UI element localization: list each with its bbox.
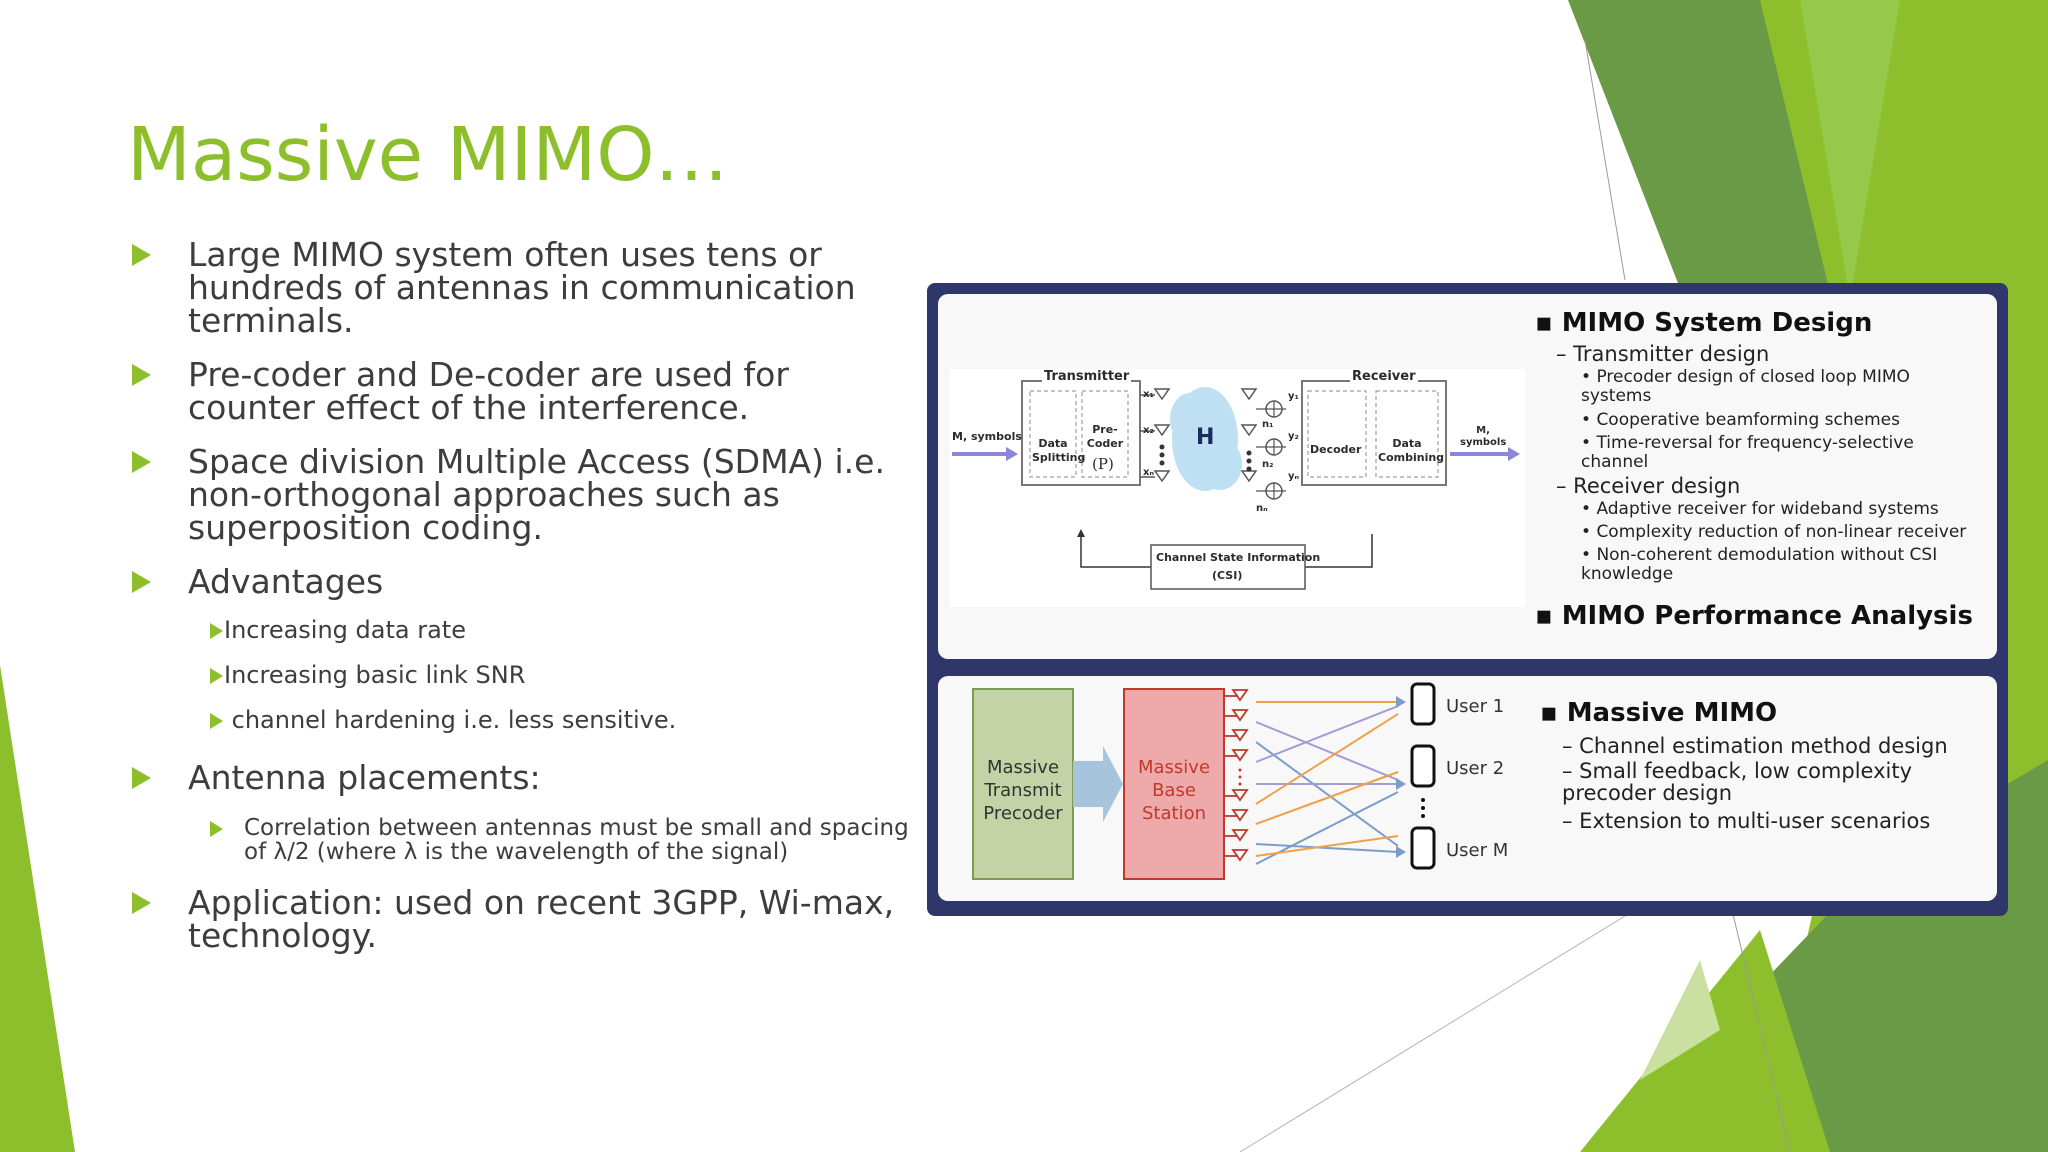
mimo-block-diagram: Transmitter Receiver M, symbols Data Spl… bbox=[950, 369, 1525, 607]
massive-mimo-item: – Small feedback, low complexity precode… bbox=[1562, 759, 1913, 805]
rx-item: • Complexity reduction of non-linear rec… bbox=[1581, 522, 1967, 542]
bullet-item: Advantages bbox=[130, 565, 920, 598]
transmitter-design-item: – Transmitter design bbox=[1556, 342, 1770, 366]
yn-label: yₙ bbox=[1288, 471, 1300, 482]
massive-base-station-box: Massive Base Station bbox=[1137, 757, 1211, 824]
csi-label: Channel State Information bbox=[1156, 551, 1321, 564]
tx-item: • Precoder design of closed loop MIMO sy… bbox=[1581, 367, 1910, 406]
bullet-item: Application: used on recent 3GPP, Wi-max… bbox=[130, 886, 920, 952]
bullet-arrow-icon bbox=[210, 821, 223, 837]
bullet-arrow-icon bbox=[132, 892, 151, 914]
data-splitting-label: Data Splitting bbox=[1032, 437, 1086, 464]
sub-bullet-item: channel hardening i.e. less sensitive. bbox=[130, 708, 920, 733]
tx-item: • Cooperative beamforming schemes bbox=[1581, 410, 1900, 430]
system-design-panel: Transmitter Receiver M, symbols Data Spl… bbox=[938, 294, 1997, 659]
sub-bullet-item: Increasing data rate bbox=[130, 618, 920, 643]
n2-label: n₂ bbox=[1262, 459, 1274, 470]
x2-label: x₂ bbox=[1143, 425, 1154, 436]
bullet-arrow-icon bbox=[132, 364, 151, 386]
user-1-label: User 1 bbox=[1446, 696, 1505, 717]
bullet-item: Large MIMO system often uses tens or hun… bbox=[130, 238, 920, 337]
sub-bullet-item: Increasing basic link SNR bbox=[130, 663, 920, 688]
csi-abbr-label: (CSI) bbox=[1212, 569, 1243, 582]
xn-label: xₙ bbox=[1143, 467, 1155, 478]
precoder-label: Pre-Coder bbox=[1086, 423, 1124, 450]
bullet-arrow-icon bbox=[132, 767, 151, 789]
massive-mimo-item: – Channel estimation method design bbox=[1562, 734, 1948, 758]
receiver-design-item: – Receiver design bbox=[1556, 474, 1741, 498]
slide-title: Massive MIMO… bbox=[127, 112, 729, 198]
rx-item: • Non-coherent demodulation without CSI … bbox=[1581, 545, 1938, 584]
bullet-arrow-icon bbox=[210, 668, 223, 684]
receiver-label: Receiver bbox=[1350, 369, 1418, 384]
massive-transmit-precoder-box: Massive Transmit Precoder bbox=[983, 757, 1063, 824]
bullet-arrow-icon bbox=[210, 623, 223, 639]
massive-mimo-heading: ▪ Massive MIMO bbox=[1540, 698, 1778, 728]
bullet-arrow-icon bbox=[132, 571, 151, 593]
user-m-label: User M bbox=[1446, 840, 1509, 861]
bullet-list: Large MIMO system often uses tens or hun… bbox=[130, 238, 920, 973]
y2-label: y₂ bbox=[1288, 431, 1299, 442]
bullet-arrow-icon bbox=[132, 244, 151, 266]
bullet-item: Pre-coder and De-coder are used for coun… bbox=[130, 358, 920, 424]
mimo-system-design-heading: ▪ MIMO System Design bbox=[1535, 308, 1873, 338]
massive-mimo-panel: Massive Transmit Precoder Massive Base S… bbox=[938, 676, 1997, 901]
x1-label: x₁ bbox=[1143, 389, 1154, 400]
input-symbols-label: M, symbols bbox=[952, 430, 1022, 443]
transmitter-label: Transmitter bbox=[1042, 369, 1132, 384]
y1-label: y₁ bbox=[1288, 391, 1299, 402]
bullet-arrow-icon bbox=[210, 713, 223, 729]
massive-mimo-diagram bbox=[972, 682, 1436, 880]
channel-h-label: H bbox=[1196, 425, 1215, 450]
decoder-label: Decoder bbox=[1310, 443, 1362, 456]
bullet-item: Space division Multiple Access (SDMA) i.… bbox=[130, 445, 920, 544]
block-diagram-lines bbox=[952, 380, 1520, 590]
mimo-figure: Transmitter Receiver M, symbols Data Spl… bbox=[927, 283, 2008, 916]
bullet-arrow-icon bbox=[132, 451, 151, 473]
sub-bullet-item: Correlation between antennas must be sma… bbox=[130, 816, 920, 864]
output-symbols-label: M, symbols bbox=[1460, 425, 1507, 448]
user-2-label: User 2 bbox=[1446, 758, 1505, 779]
data-combining-label: Data Combining bbox=[1378, 437, 1445, 464]
precoder-p-label: (P) bbox=[1092, 455, 1114, 473]
bullet-item: Antenna placements: bbox=[130, 761, 920, 794]
nn-label: nₙ bbox=[1256, 503, 1268, 514]
tx-item: • Time-reversal for frequency-selective … bbox=[1581, 433, 1914, 472]
n1-label: n₁ bbox=[1262, 419, 1274, 430]
mimo-performance-heading: ▪ MIMO Performance Analysis bbox=[1535, 601, 1973, 631]
rx-item: • Adaptive receiver for wideband systems bbox=[1581, 499, 1939, 519]
massive-mimo-item: – Extension to multi-user scenarios bbox=[1562, 809, 1931, 833]
